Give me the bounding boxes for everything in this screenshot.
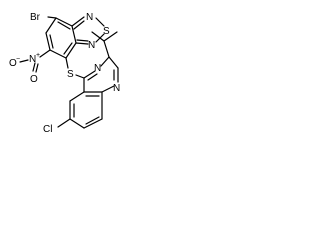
atom-o-left-charge: −	[16, 56, 20, 63]
quinazoline-benzene-ring	[69, 91, 103, 129]
atom-s-ring: S	[103, 26, 110, 37]
atom-n-nitro: N	[29, 54, 36, 65]
thioether-link	[65, 57, 85, 79]
atom-n-nitro-charge: +	[36, 52, 40, 59]
br-bond	[47, 16, 57, 19]
atom-o-bottom: O	[30, 74, 38, 85]
atom-n-quinazoline-bottom: N	[113, 83, 120, 94]
atom-o-left: O	[9, 58, 17, 69]
structure-diagram: Br N S N N + O − O S N N Cl	[9, 12, 120, 135]
thiadiazole-ring	[71, 16, 105, 45]
atom-n-quinazoline-top: N	[94, 63, 101, 74]
cl-bond	[57, 118, 71, 128]
atom-s-link: S	[67, 69, 74, 80]
atom-n-top: N	[86, 12, 93, 23]
quinazoline-pyrimidine-ring	[83, 56, 119, 93]
nitro-group	[19, 49, 51, 73]
atom-n-mid: N	[88, 40, 95, 51]
atom-cl: Cl	[43, 124, 52, 135]
benzothiadiazole-benzene-ring	[45, 17, 77, 59]
isopropyl-group	[91, 31, 118, 58]
atom-br: Br	[30, 12, 41, 23]
